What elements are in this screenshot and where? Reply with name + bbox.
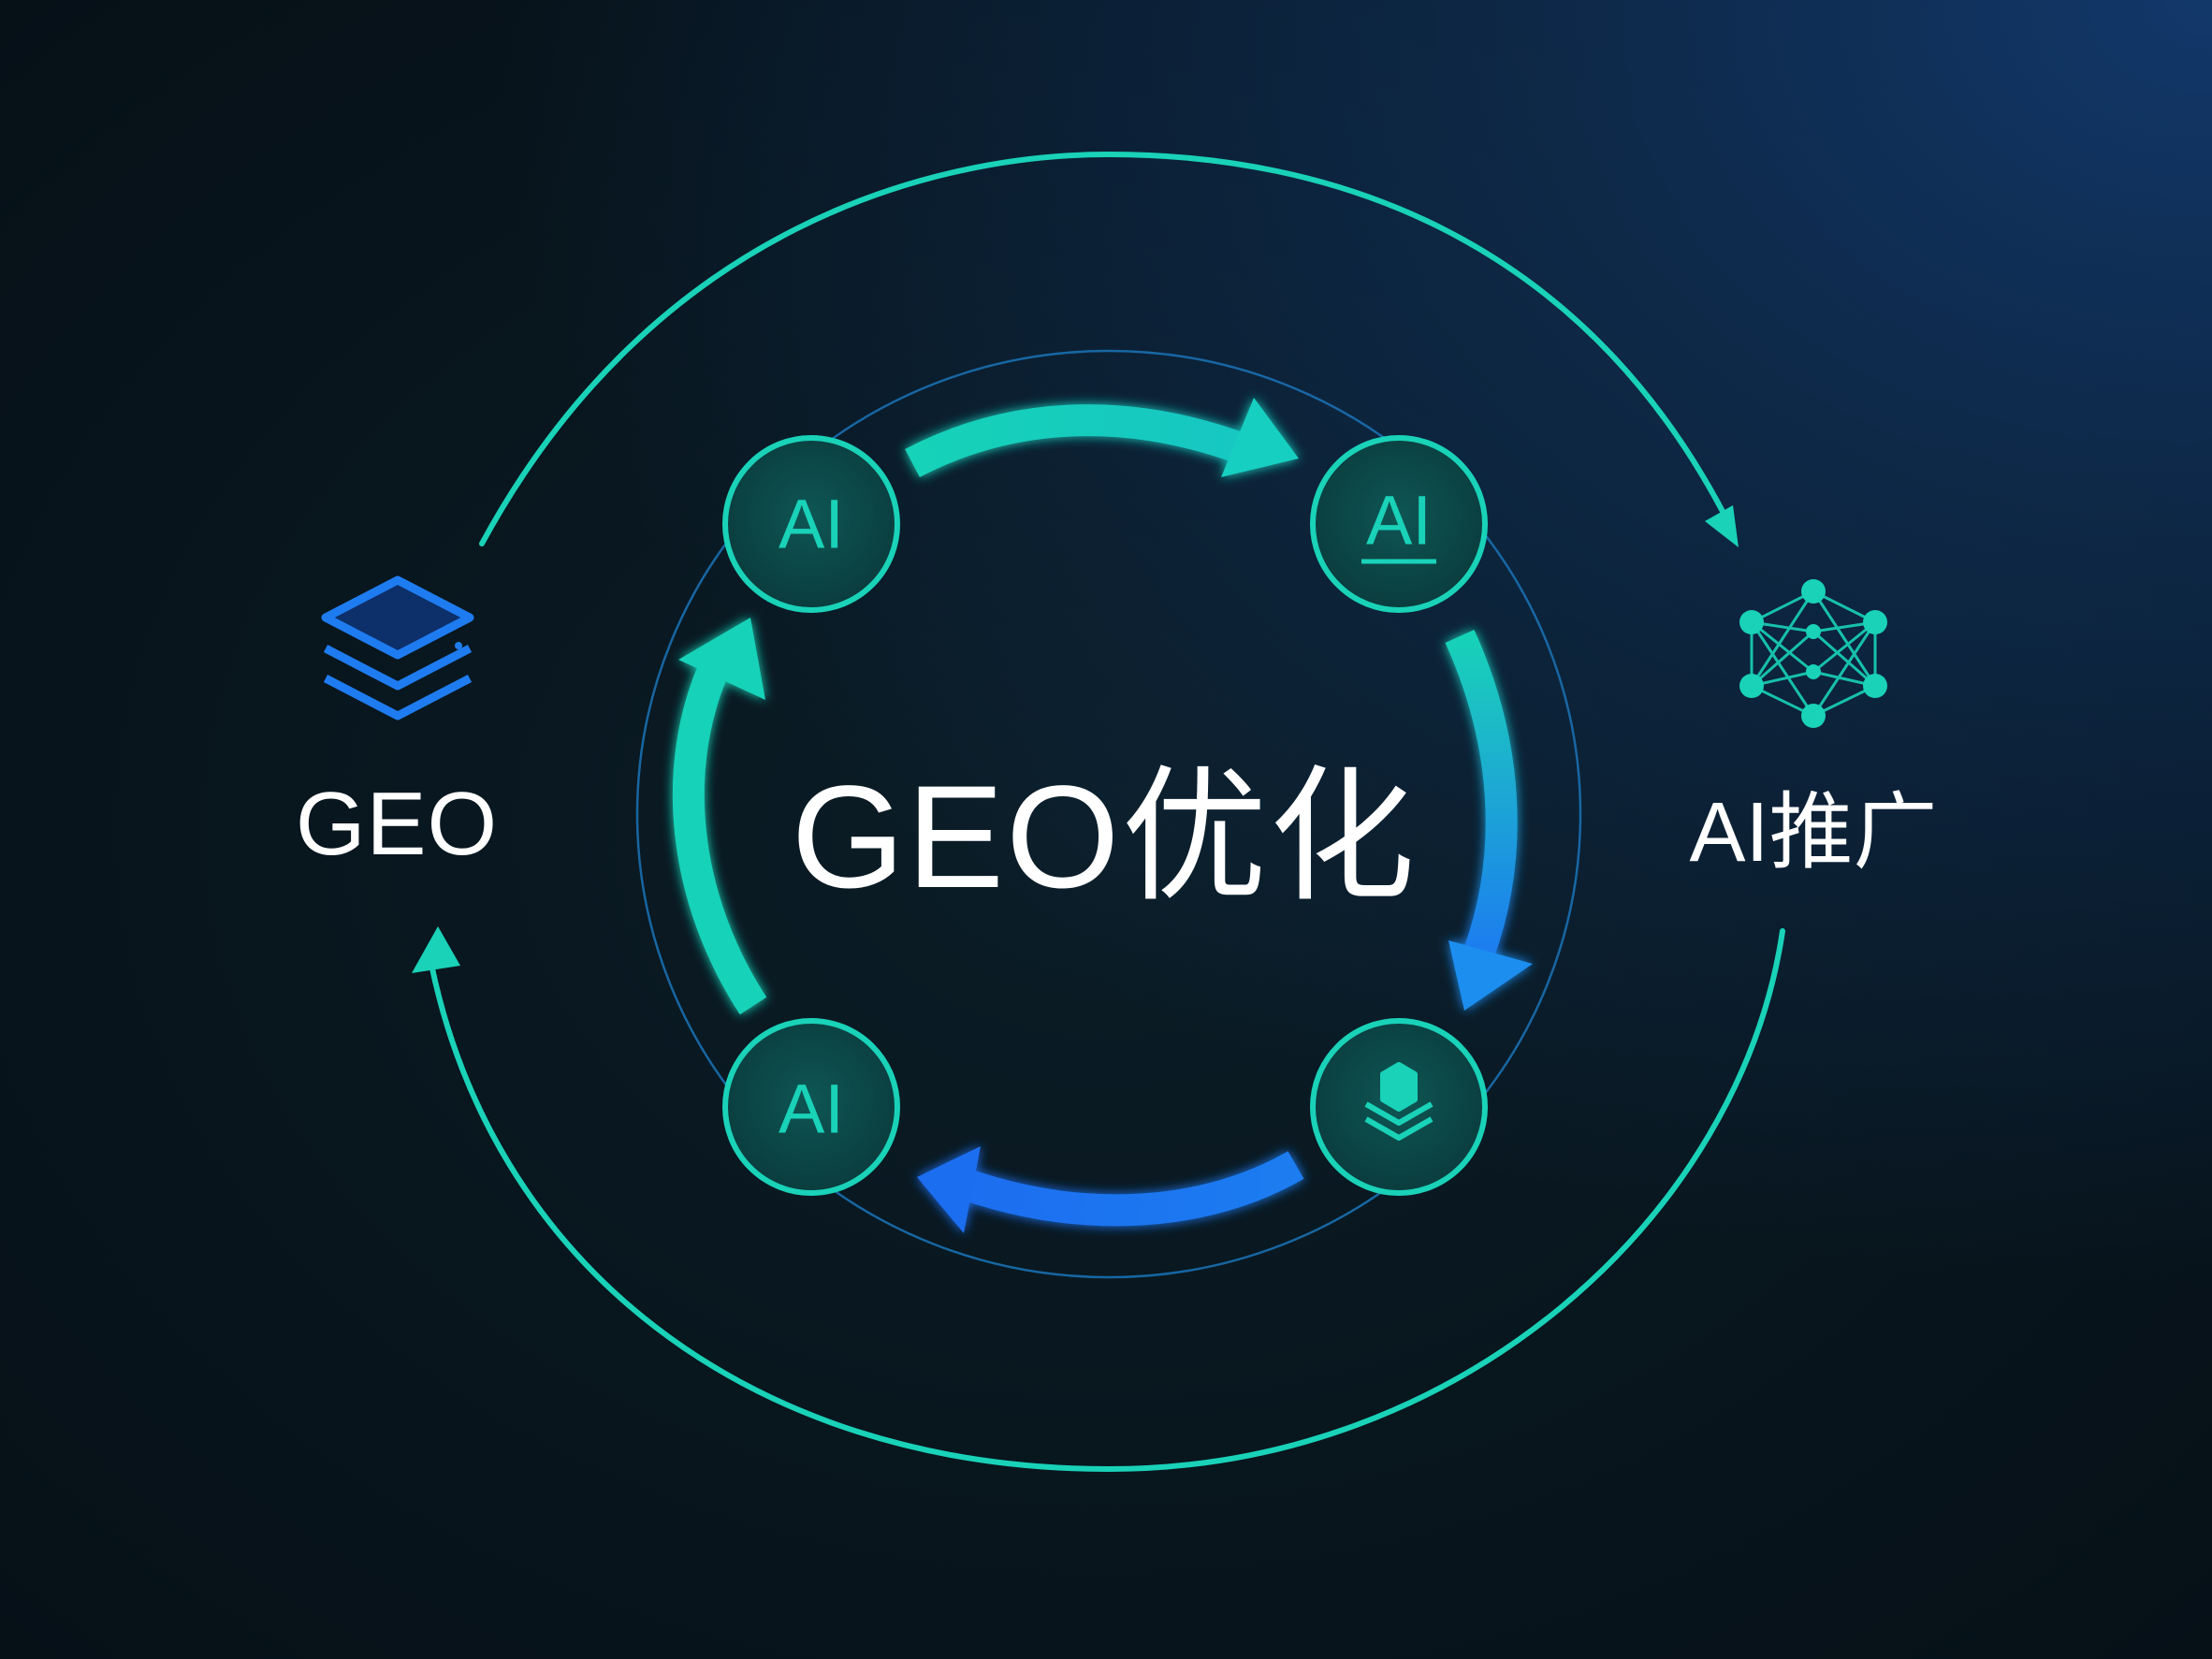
inner-arrow-bottom-head (917, 1146, 981, 1233)
outer-arc-bottom (426, 928, 1785, 1473)
inner-arrow-top-head (1221, 398, 1299, 477)
inner-arrow-right-head (1448, 940, 1533, 1011)
center-title: GEO优化 (791, 756, 1418, 919)
node-bottom-left-label: AI (779, 1070, 844, 1148)
inner-arrow-right (1445, 629, 1518, 960)
node-bottom-left (722, 1018, 900, 1196)
node-top-left-label: AI (779, 485, 844, 563)
node-top-right (1310, 435, 1488, 613)
node-top-right-label: AI (1366, 481, 1432, 560)
inner-arrow-left (672, 657, 767, 1015)
database-stack-icon (1364, 1062, 1433, 1141)
outer-cycle-arcs (412, 151, 1785, 1473)
layers-stack-icon (321, 575, 474, 720)
outer-arc-top-arrowhead (1705, 505, 1739, 547)
inner-ring (635, 349, 1582, 1279)
node-top-left (722, 435, 900, 613)
inner-arrow-left-head (678, 618, 765, 700)
inner-cycle-arrows (672, 398, 1533, 1233)
outer-arc-top (479, 151, 1732, 546)
inner-arrow-bottom (958, 1151, 1304, 1227)
ai-promotion-label: AI推广 (1689, 786, 1938, 880)
outer-arc-bottom-arrowhead (412, 926, 460, 973)
nodes (722, 435, 1488, 1196)
inner-arrow-top (905, 404, 1241, 478)
neural-network-icon (1739, 579, 1887, 728)
geo-label: GEO (295, 774, 499, 874)
